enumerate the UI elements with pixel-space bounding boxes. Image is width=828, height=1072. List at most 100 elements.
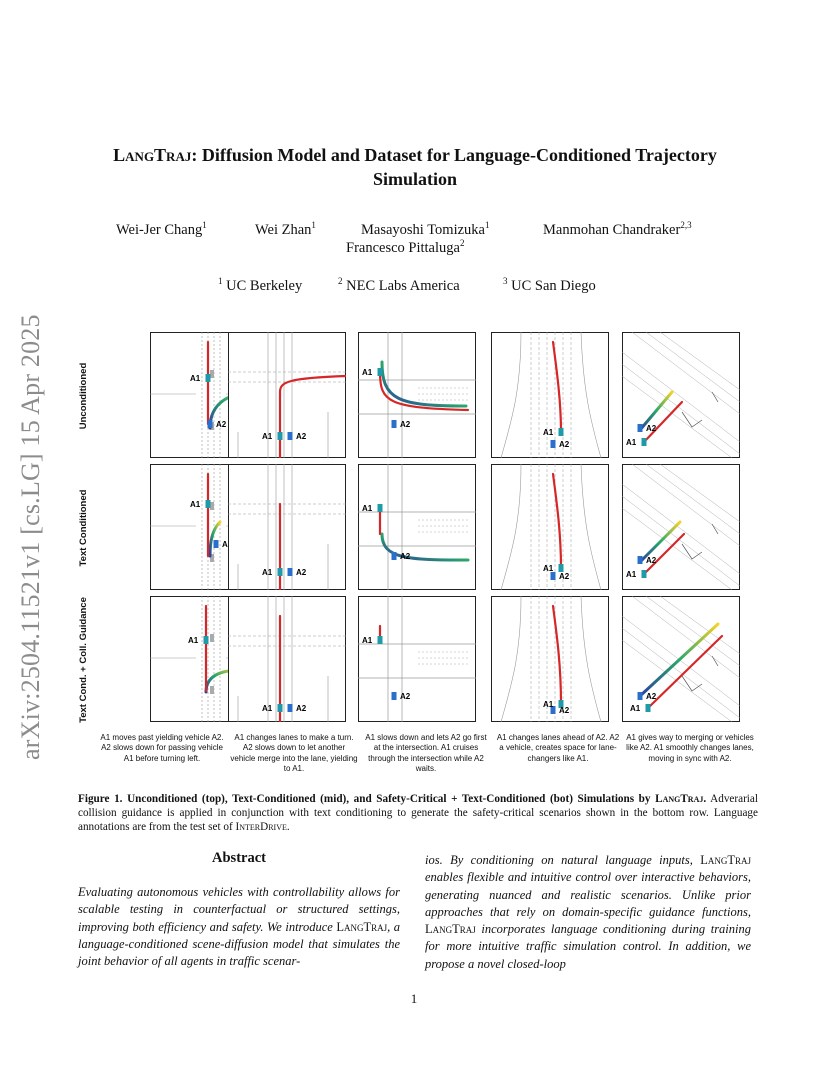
- a1-vehicle: [377, 636, 383, 644]
- panel-frame: [622, 332, 740, 458]
- a1-label: A1: [362, 368, 373, 377]
- a2-label: A2: [559, 440, 570, 449]
- a2-vehicle: [637, 692, 643, 700]
- panel-frame: [358, 464, 476, 590]
- a2-label: A2: [646, 692, 657, 701]
- trajectory-panel: A1 A2: [228, 464, 346, 590]
- row-label-text-conditioned: Text Conditioned: [78, 489, 89, 567]
- a1-trajectory: [551, 604, 563, 706]
- row-label-coll-guidance: Text Cond. + Coll. Guidance: [78, 597, 89, 723]
- a1-vehicle: [277, 432, 283, 440]
- a2-label: A2: [296, 568, 307, 577]
- a1-vehicle: [205, 500, 211, 508]
- title-sc: LangTraj: [113, 145, 192, 165]
- a1-trajectory: [642, 400, 684, 444]
- a1-vehicle: [558, 700, 564, 708]
- column-caption-4: A1 changes lanes ahead of A2. A2 a vehic…: [496, 733, 620, 763]
- arxiv-stamp: arXiv:2504.11521v1 [cs.LG] 15 Apr 2025: [16, 314, 45, 760]
- a2-label: A2: [559, 572, 570, 581]
- a2-vehicle: [287, 568, 293, 576]
- author-2: Wei Zhan1: [255, 220, 316, 238]
- a1-label: A1: [262, 432, 273, 441]
- a1-label: A1: [188, 636, 199, 645]
- a1-vehicle: [641, 570, 647, 578]
- row-label-unconditioned: Unconditioned: [78, 362, 89, 430]
- a2-label: A2: [400, 692, 411, 701]
- a2-trajectory: [380, 360, 468, 408]
- a2-trajectory: [638, 520, 682, 564]
- a2-vehicle: [550, 706, 556, 714]
- a2-label: A2: [646, 556, 657, 565]
- a2-label: A2: [646, 424, 657, 433]
- a2-vehicle: [391, 692, 397, 700]
- a2-trajectory: [208, 520, 222, 558]
- a1-label: A1: [362, 636, 373, 645]
- a1-vehicle: [277, 704, 283, 712]
- a1-trajectory: [646, 634, 724, 710]
- a2-vehicle: [391, 420, 397, 428]
- a1-label: A1: [190, 374, 201, 383]
- a2-vehicle: [391, 552, 397, 560]
- a1-label: A1: [543, 564, 554, 573]
- figure-1: Unconditioned Text Conditioned Text Cond…: [78, 332, 758, 782]
- a2-label: A2: [400, 420, 411, 429]
- a1-label: A1: [190, 500, 201, 509]
- a1-vehicle: [377, 504, 383, 512]
- a2-trajectory: [380, 532, 470, 562]
- author-4: Manmohan Chandraker2,3: [543, 220, 692, 238]
- a2-label: A2: [222, 540, 233, 549]
- a1-vehicle: [377, 368, 383, 376]
- a1-label: A1: [362, 504, 373, 513]
- a2-vehicle: [207, 420, 213, 428]
- panel-frame: [622, 464, 740, 590]
- a1-vehicle: [558, 564, 564, 572]
- a2-trajectory: [638, 390, 674, 432]
- a2-label: A2: [400, 552, 411, 561]
- a1-vehicle: [277, 568, 283, 576]
- a2-vehicle: [637, 424, 643, 432]
- affiliation-3: 3 UC San Diego: [503, 276, 596, 294]
- a1-vehicle: [205, 374, 211, 382]
- a1-label: A1: [262, 568, 273, 577]
- panel-frame: [358, 332, 476, 458]
- a1-vehicle: [203, 636, 209, 644]
- a1-label: A1: [543, 428, 554, 437]
- a1-trajectory: [278, 374, 346, 458]
- panel-frame: [358, 596, 476, 722]
- a1-label: A1: [262, 704, 273, 713]
- affiliation-2: 2 NEC Labs America: [338, 276, 460, 294]
- a2-label: A2: [216, 420, 227, 429]
- abstract-column-2: ios. By conditioning on natural language…: [425, 853, 752, 971]
- a1-label: A1: [543, 700, 554, 709]
- abstract-heading: Abstract: [212, 850, 266, 866]
- a2-label: A2: [559, 706, 570, 715]
- a2-vehicle: [550, 440, 556, 448]
- paper-title: LangTraj: Diffusion Model and Dataset fo…: [110, 143, 720, 191]
- a2-trajectory: [638, 622, 720, 698]
- column-caption-5: A1 gives way to merging or vehicles like…: [626, 733, 754, 763]
- a1-trajectory: [551, 340, 563, 434]
- a2-vehicle: [637, 556, 643, 564]
- author-3: Masayoshi Tomizuka1: [361, 220, 490, 238]
- a2-vehicle: [287, 704, 293, 712]
- figure-caption: Figure 1. Unconditioned (top), Text-Cond…: [78, 793, 758, 834]
- affiliation-1: 1 UC Berkeley: [218, 276, 303, 294]
- a2-vehicle: [287, 432, 293, 440]
- author-1: Wei-Jer Chang1: [116, 220, 207, 238]
